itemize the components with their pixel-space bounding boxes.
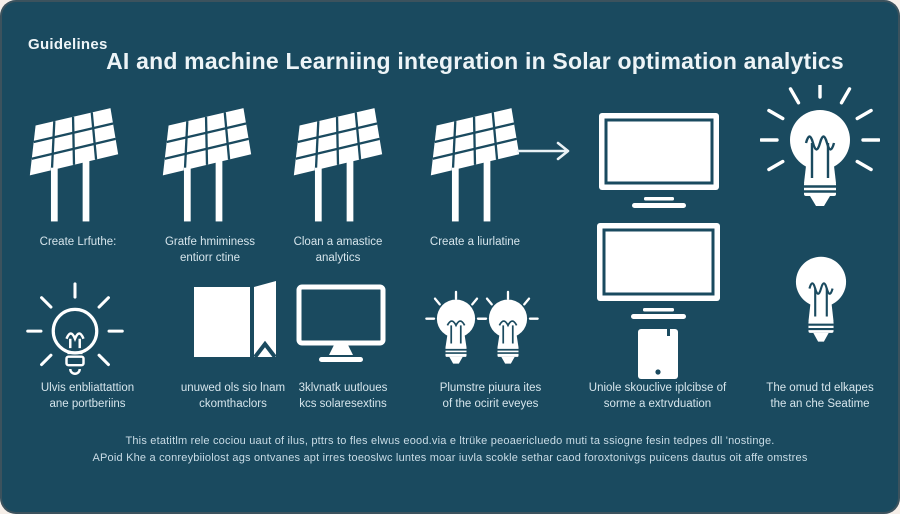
caption-row1-2: Gratfe hmiminess entiorr ctine bbox=[164, 236, 256, 265]
lightbulb-small-icon bbox=[474, 290, 542, 376]
footer-line-2: APoid Khe a conreybiiolost ags ontvanes … bbox=[92, 452, 808, 464]
solar-panel-icon bbox=[159, 96, 255, 224]
page-title: AI and machine Learniing integration in … bbox=[106, 48, 844, 74]
tablet-icon bbox=[637, 328, 679, 380]
caption-row1-1: Create Lrfuthe: bbox=[39, 236, 117, 248]
arrow-right-icon bbox=[516, 140, 576, 162]
lightbulb-rays-icon bbox=[760, 85, 880, 221]
monitor-icon bbox=[596, 222, 721, 322]
book-icon bbox=[192, 281, 282, 361]
monitor-icon bbox=[598, 112, 720, 210]
caption-row2-5: Uniole skouclive iplcibse of sorme a ext… bbox=[588, 382, 727, 411]
caption-row1-4: Create a liurlatine bbox=[429, 236, 521, 248]
lightbulb-outline-icon bbox=[18, 282, 132, 386]
caption-row2-6: The omud td elkapes the an che Seatime bbox=[766, 382, 874, 411]
footer-line-1: This etatitlm rele cociou uaut of ilus, … bbox=[125, 435, 775, 447]
solar-panel-icon bbox=[427, 96, 523, 224]
caption-row2-2: unuwed ols sio lnam ckomthaclors bbox=[180, 382, 286, 411]
caption-row1-3: Cloan a amastice analytics bbox=[293, 236, 383, 265]
solar-panel-icon bbox=[290, 96, 386, 224]
guidelines-label: Guidelines bbox=[28, 36, 108, 53]
desktop-monitor-icon bbox=[296, 284, 386, 368]
lightbulb-icon bbox=[776, 250, 866, 358]
lightbulb-small-icon bbox=[422, 290, 490, 376]
caption-row2-3: 3klvnatk uutloues kcs solaresextins bbox=[298, 382, 388, 411]
caption-row2-4: Plumstre piuura ites of the ocirit eveye… bbox=[439, 382, 542, 411]
solar-panel-icon bbox=[26, 96, 122, 224]
caption-row2-1: Ulvis enbliattattion ane portberiins bbox=[40, 382, 135, 411]
